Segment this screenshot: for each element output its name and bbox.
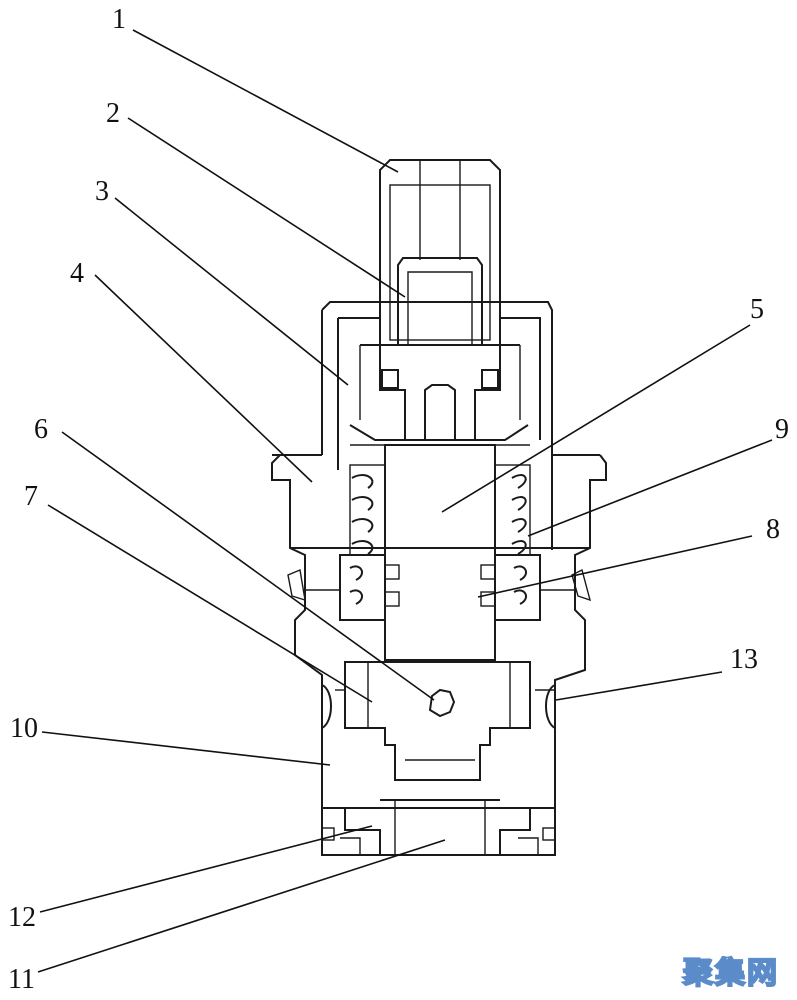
callout-3: 3	[95, 176, 109, 207]
leader-2	[127, 117, 406, 298]
callout-7: 7	[24, 481, 38, 512]
callout-13: 13	[730, 644, 758, 675]
leader-9	[527, 439, 773, 537]
leader-3	[114, 197, 349, 386]
leader-4	[94, 274, 313, 483]
part-7-lower-core	[344, 661, 531, 781]
part-6-ball	[428, 688, 456, 718]
leader-12	[39, 825, 373, 913]
leader-6	[61, 431, 435, 701]
callout-labels: 1 2 3 4 5 6 7 8 9 10 11 12 13	[8, 4, 789, 995]
leader-13	[555, 671, 723, 701]
callout-1: 1	[112, 4, 126, 35]
callout-12: 12	[8, 902, 36, 933]
part-5-valve-core	[350, 444, 530, 661]
leader-7	[47, 504, 373, 703]
part-2-spindle	[381, 257, 499, 440]
watermark-logo: 聚集网	[682, 955, 779, 992]
part-8-spring-seat	[339, 554, 541, 621]
leader-1	[132, 29, 399, 173]
leader-11	[37, 839, 446, 973]
callout-10: 10	[10, 713, 38, 744]
part-3-4-upper-housing	[321, 301, 553, 550]
part-10-11-12-base	[321, 728, 556, 856]
part-9-spring	[349, 464, 531, 605]
callout-6: 6	[34, 414, 48, 445]
callout-4: 4	[70, 258, 84, 289]
callout-5: 5	[750, 294, 764, 325]
part-13-o-ring	[321, 684, 556, 729]
callout-2: 2	[106, 98, 120, 129]
callout-11: 11	[8, 964, 35, 995]
callout-9: 9	[775, 414, 789, 445]
outer-body	[271, 454, 607, 728]
callout-8: 8	[766, 514, 780, 545]
leader-10	[41, 731, 331, 766]
leader-lines	[37, 29, 773, 973]
leader-5	[441, 324, 751, 513]
leader-8	[477, 535, 753, 598]
